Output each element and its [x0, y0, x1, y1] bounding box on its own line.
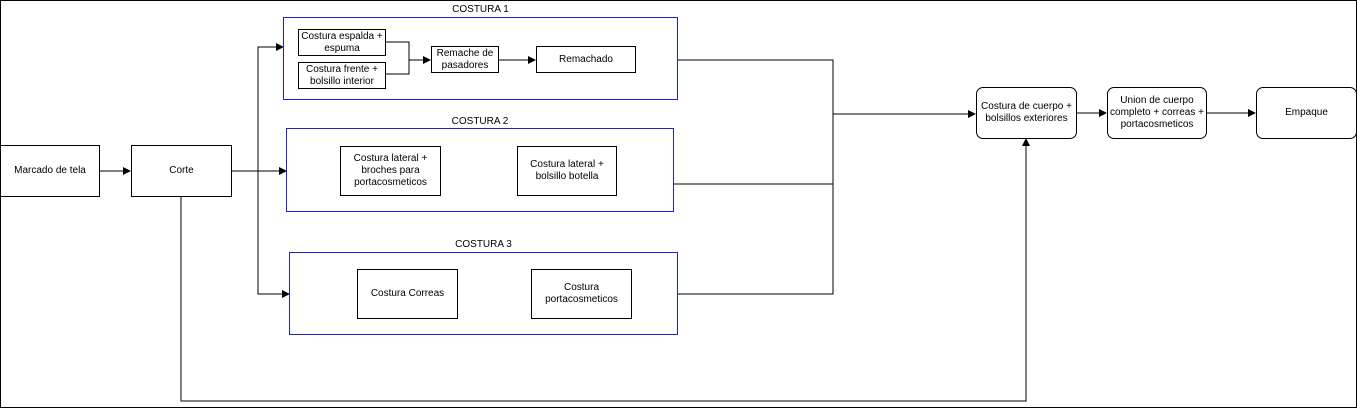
node-costura-lateral-broches[interactable]: Costura lateral + broches para portacosm… [340, 146, 441, 196]
line-costura2-to-merge [674, 114, 834, 185]
line-costura1-to-merge [678, 59, 834, 114]
group-costura-3-title: COSTURA 3 [455, 239, 512, 250]
arrow-corte-to-costura3 [257, 171, 290, 298]
group-costura-3 [289, 252, 678, 335]
arrow-corte-to-cuerpo [180, 138, 1030, 402]
node-costura-portacosmeticos[interactable]: Costura portacosmeticos [531, 269, 632, 319]
arrow-espalda-to-remache [386, 41, 431, 64]
node-union-de-cuerpo[interactable]: Union de cuerpo completo + correas + por… [1107, 87, 1207, 139]
node-remachado[interactable]: Remachado [536, 46, 636, 73]
group-costura-1 [283, 17, 678, 100]
node-corte[interactable]: Corte [131, 145, 232, 197]
line-costura3-to-merge [678, 114, 834, 295]
group-costura-1-title: COSTURA 1 [452, 4, 509, 15]
node-costura-espalda[interactable]: Costura espalda + espuma [298, 29, 386, 56]
group-costura-2-title: COSTURA 2 [451, 116, 509, 127]
node-costura-correas[interactable]: Costura Correas [357, 269, 458, 319]
node-marcado-de-tela[interactable]: Marcado de tela [0, 145, 100, 197]
line-frente-to-remache [386, 60, 410, 75]
node-empaque[interactable]: Empaque [1256, 87, 1357, 139]
node-costura-de-cuerpo[interactable]: Costura de cuerpo + bolsillos exteriores [976, 87, 1077, 139]
node-costura-frente[interactable]: Costura frente + bolsillo interior [298, 62, 386, 89]
node-remache-de-pasadores[interactable]: Remache de pasadores [431, 46, 499, 73]
arrow-corte-to-costura1 [231, 43, 284, 172]
node-costura-lateral-botella[interactable]: Costura lateral + bolsillo botella [517, 146, 617, 196]
group-costura-2 [286, 128, 674, 212]
